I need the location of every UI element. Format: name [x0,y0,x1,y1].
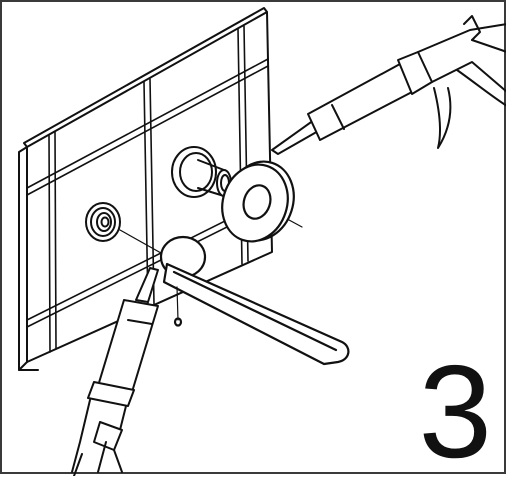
escutcheon-ring [221,160,295,243]
sealant-gun-bottom [71,267,159,476]
sealant-gun-top [271,15,506,155]
step-number: 3 [418,338,492,485]
spout [159,235,350,366]
installation-drawing [18,7,506,476]
